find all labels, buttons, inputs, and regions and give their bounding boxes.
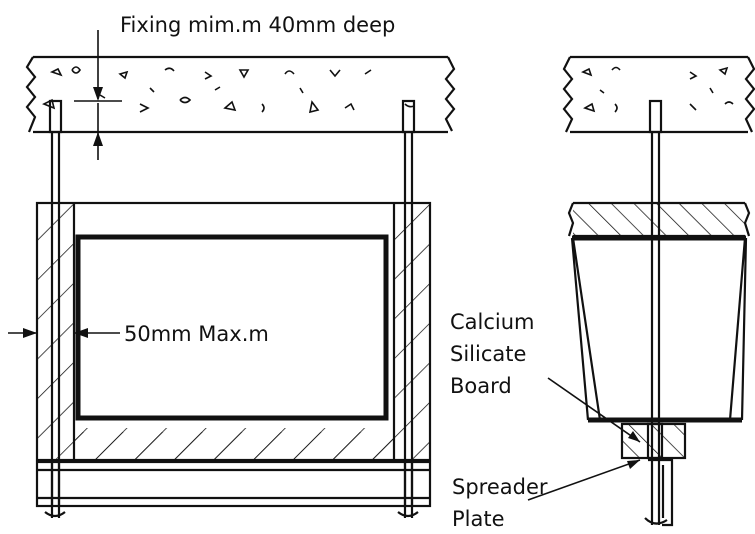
calcium-silicate-cladding-left [35, 201, 432, 462]
board-leader-line [547, 377, 641, 443]
board-label-line-2: Silicate [450, 342, 526, 366]
board-edges-left [72, 203, 396, 460]
bottom-board-section [620, 422, 687, 460]
spreader-plate-section [644, 458, 674, 527]
concrete-slab-left [25, 55, 456, 134]
fixing-depth-dimension [74, 30, 122, 160]
concrete-slab-right [562, 55, 755, 134]
top-board-section [567, 201, 751, 238]
duct-side-profile [570, 235, 748, 423]
duct-body-left [75, 234, 389, 421]
spreader-channel-left [35, 460, 432, 518]
hanger-rod-section [648, 99, 663, 525]
max-thickness-dimension [8, 328, 120, 338]
max-thickness-label: 50mm Max.m [124, 322, 269, 346]
plate-label-line-2: Plate [452, 507, 505, 531]
plate-label-line-1: Spreader [452, 475, 548, 499]
board-label-line-3: Board [450, 374, 512, 398]
board-label-line-1: Calcium [450, 310, 535, 334]
fixing-depth-label: Fixing mim.m 40mm deep [120, 13, 395, 37]
plate-leader-line [527, 459, 641, 501]
